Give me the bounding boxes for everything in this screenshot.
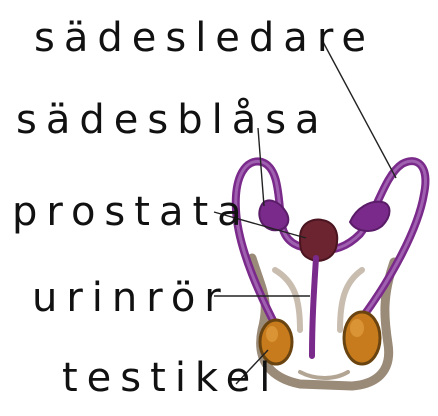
testikel-left-highlight bbox=[266, 326, 278, 342]
seminal-vesicle-right bbox=[350, 202, 390, 231]
label-testikel: testikel bbox=[62, 358, 279, 398]
scrotum-bottom bbox=[300, 372, 348, 378]
urethra bbox=[312, 258, 316, 356]
label-prostata: prostata bbox=[12, 192, 251, 232]
label-urinror: urinrör bbox=[32, 278, 230, 318]
testikel-right-highlight bbox=[350, 319, 364, 337]
prostata-gland bbox=[300, 220, 337, 261]
testikel-right bbox=[344, 312, 380, 364]
label-sadesledare: sädesledare bbox=[34, 18, 375, 58]
label-sadesblasa: sädesblåsa bbox=[16, 100, 329, 140]
